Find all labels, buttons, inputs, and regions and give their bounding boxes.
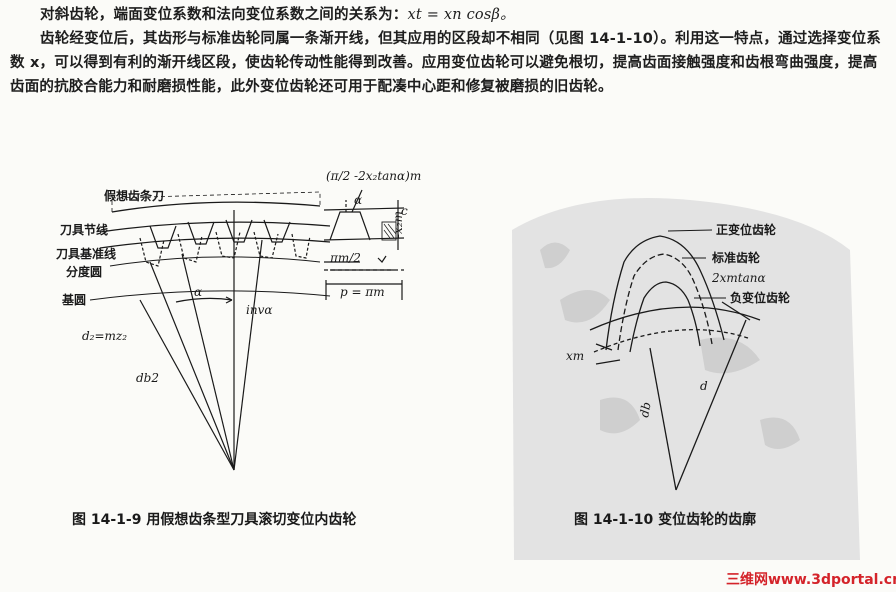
para1-formula: xt = xn cosβ。 <box>407 7 515 23</box>
label-xm: xm <box>566 349 584 363</box>
label-alpha: α <box>194 285 202 299</box>
label-p-pi-m: p = πm <box>340 285 385 299</box>
stamp-seal <box>512 198 860 560</box>
label-top-formula: (π/2 -2x₂tanα)m <box>326 169 421 183</box>
label-db: db <box>637 401 653 419</box>
figure-14-1-9-caption: 图 14-1-9 用假想齿条型刀具滚切变位内齿轮 <box>72 511 356 528</box>
label-pi-m-2: πm/2 <box>329 251 361 265</box>
figure-14-1-10-labels: 正变位齿轮 标准齿轮 2xmtanα 负变位齿轮 xm db d <box>566 222 791 419</box>
label-pitch-line: 刀具节线 <box>60 222 108 237</box>
site-watermark: 三维网www.3dportal.cn <box>726 571 896 588</box>
label-d: d <box>700 379 708 393</box>
label-base-circle: 基圆 <box>61 292 86 307</box>
label-standard-gear: 标准齿轮 <box>711 250 761 265</box>
figure-14-1-9-labels: 假想齿条刀 刀具节线 刀具基准线 分度圆 基圆 α invα d₂=mz₂ db… <box>56 169 421 385</box>
label-tan-expr: 2xmtanα <box>711 271 766 285</box>
label-d2: d₂=mz₂ <box>82 329 127 343</box>
label-rack: 假想齿条刀 <box>104 188 164 203</box>
figure-14-1-10 <box>589 235 761 491</box>
label-c: c <box>401 204 408 218</box>
label-datum-line: 刀具基准线 <box>56 246 116 261</box>
paragraph-1: 对斜齿轮，端面变位系数和法向变位系数之间的关系为：xt = xn cosβ。 <box>10 3 886 27</box>
paragraph-2: 齿轮经变位后，其齿形与标准齿轮同属一条渐开线，但其应用的区段却不相同（见图 14… <box>10 31 881 95</box>
para1-text: 对斜齿轮，端面变位系数和法向变位系数之间的关系为： <box>40 7 408 23</box>
figure-14-1-9 <box>89 189 405 471</box>
label-negative-gear: 负变位齿轮 <box>730 290 791 305</box>
label-db2: db2 <box>136 371 159 385</box>
label-alpha-small: α <box>354 193 362 207</box>
label-x2m: -x₂m <box>391 211 405 238</box>
label-ref-circle: 分度圆 <box>66 264 102 279</box>
figure-14-1-10-caption: 图 14-1-10 变位齿轮的齿廓 <box>574 511 756 528</box>
label-positive-gear: 正变位齿轮 <box>716 222 777 237</box>
label-inv-alpha: invα <box>246 303 272 317</box>
